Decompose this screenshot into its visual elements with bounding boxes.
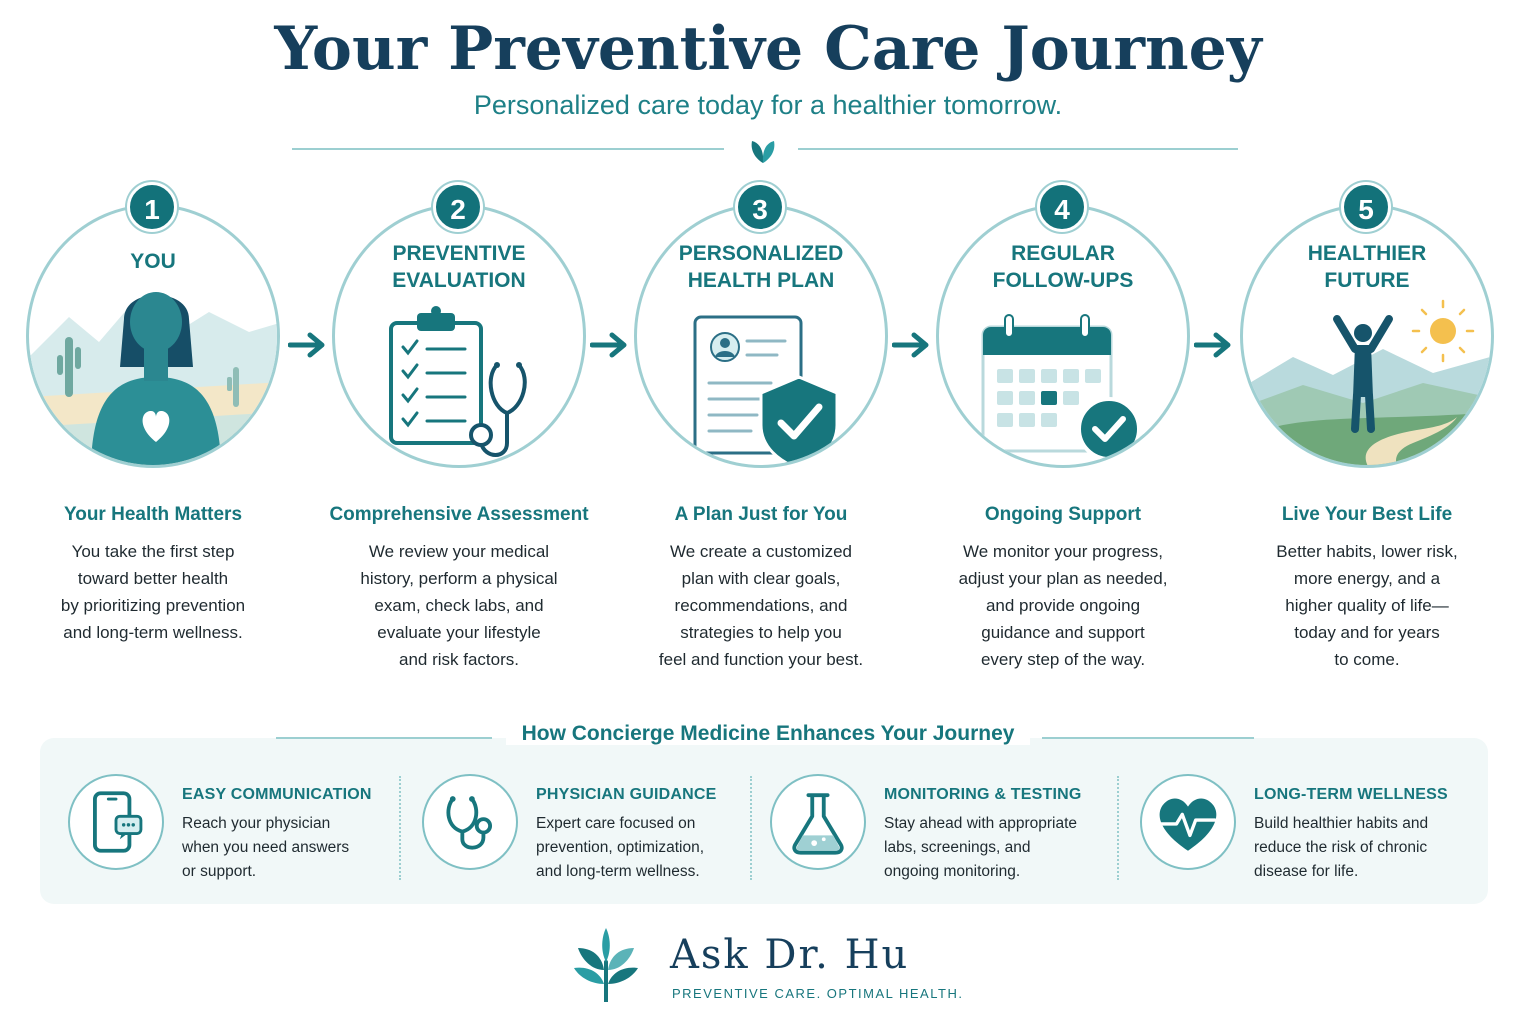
feature-icon-circle — [1140, 774, 1236, 870]
feature-description: Build healthier habits and reduce the ri… — [1254, 815, 1429, 880]
step-number: 5 — [1341, 182, 1391, 232]
step-heading: Ongoing Support — [984, 504, 1142, 525]
header-divider-left — [292, 148, 724, 150]
clipboard-stethoscope-icon — [389, 306, 527, 457]
step-number: 1 — [127, 182, 177, 232]
brand-tagline: PREVENTIVE CARE. OPTIMAL HEALTH. — [672, 986, 964, 1001]
step-description: We create a customized plan with clear g… — [658, 542, 864, 669]
feature-separator — [1117, 776, 1119, 880]
step-title: HEALTHIER FUTURE — [1307, 242, 1427, 292]
step-description: Better habits, lower risk, more energy, … — [1276, 542, 1458, 669]
section-divider-left — [276, 737, 492, 739]
step-circle — [26, 204, 280, 468]
section-title: How Concierge Medicine Enhances Your Jou… — [0, 722, 1536, 746]
step-description: We monitor your progress, adjust your pl… — [958, 542, 1168, 669]
brand-name: Ask Dr. Hu — [670, 932, 910, 978]
feature-title: MONITORING & TESTING — [884, 786, 1082, 803]
feature-description: Stay ahead with appropriate labs, screen… — [884, 815, 1078, 880]
step-number: 4 — [1037, 182, 1087, 232]
person-heart-icon — [29, 292, 277, 465]
feature-icon-circle — [770, 774, 866, 870]
arrow-right-icon — [892, 332, 929, 358]
arrow-right-icon — [590, 332, 627, 358]
header-divider-right — [798, 148, 1238, 150]
flask-icon — [792, 793, 844, 855]
step-title: YOU — [130, 250, 176, 273]
step-circle — [332, 204, 586, 468]
step-heading: A Plan Just for You — [674, 504, 848, 525]
step-description: We review your medical history, perform … — [360, 542, 558, 669]
step-number: 2 — [433, 182, 483, 232]
journey-step-5: 5 HEALTHIER FUTURE Live Your Best Life B… — [1240, 182, 1510, 682]
step-heading: Comprehensive Assessment — [329, 504, 589, 525]
section-divider-right — [1042, 737, 1254, 739]
sprout-logo-icon — [574, 928, 638, 1002]
journey-step-1: 1 YOU Your Health Matters You take the f… — [26, 182, 296, 682]
step-number: 3 — [735, 182, 785, 232]
step-title: PREVENTIVE EVALUATION — [392, 242, 526, 292]
feature-separator — [399, 776, 401, 880]
journey-step-3: 3 PERSONALIZED HEALTH PLAN A Plan Just f… — [634, 182, 904, 682]
section-title-text: How Concierge Medicine Enhances Your Jou… — [505, 722, 1031, 745]
journey-step-4: 4 REGULAR FOLLOW-UPS Ongoing Support We … — [936, 182, 1206, 682]
arrow-right-icon — [288, 332, 325, 358]
concierge-panel — [40, 738, 1488, 904]
step-heading: Your Health Matters — [63, 504, 243, 525]
leaf-icon — [751, 141, 775, 163]
person-sunrise-icon — [1243, 299, 1491, 465]
document-shield-icon — [693, 315, 839, 465]
step-heading: Live Your Best Life — [1281, 504, 1453, 525]
feature-icon-circle — [422, 774, 518, 870]
page-subtitle: Personalized care today for a healthier … — [473, 90, 1063, 120]
feature-title: LONG-TERM WELLNESS — [1254, 786, 1448, 803]
phone-chat-icon — [93, 791, 143, 853]
feature-description: Expert care focused on prevention, optim… — [536, 815, 705, 880]
journey-step-2: 2 PREVENTIVE EVALUATION Comprehensive As… — [329, 182, 602, 682]
feature-title: EASY COMMUNICATION — [182, 786, 372, 803]
feature-title: PHYSICIAN GUIDANCE — [536, 786, 717, 803]
feature-description: Reach your physician when you need answe… — [182, 815, 350, 880]
page-title: Your Preventive Care Journey — [274, 14, 1262, 84]
step-circle — [634, 204, 888, 468]
arrow-right-icon — [1194, 332, 1231, 358]
feature-separator — [750, 776, 752, 880]
stethoscope-icon — [446, 796, 493, 850]
step-title: PERSONALIZED HEALTH PLAN — [678, 242, 844, 292]
step-circle — [936, 204, 1190, 468]
calendar-check-icon — [981, 314, 1141, 461]
feature-icon-circle — [68, 774, 164, 870]
step-title: REGULAR FOLLOW-UPS — [992, 242, 1134, 292]
heart-pulse-icon — [1159, 798, 1217, 851]
step-description: You take the first step toward better he… — [60, 542, 246, 642]
step-circle — [1240, 204, 1494, 468]
